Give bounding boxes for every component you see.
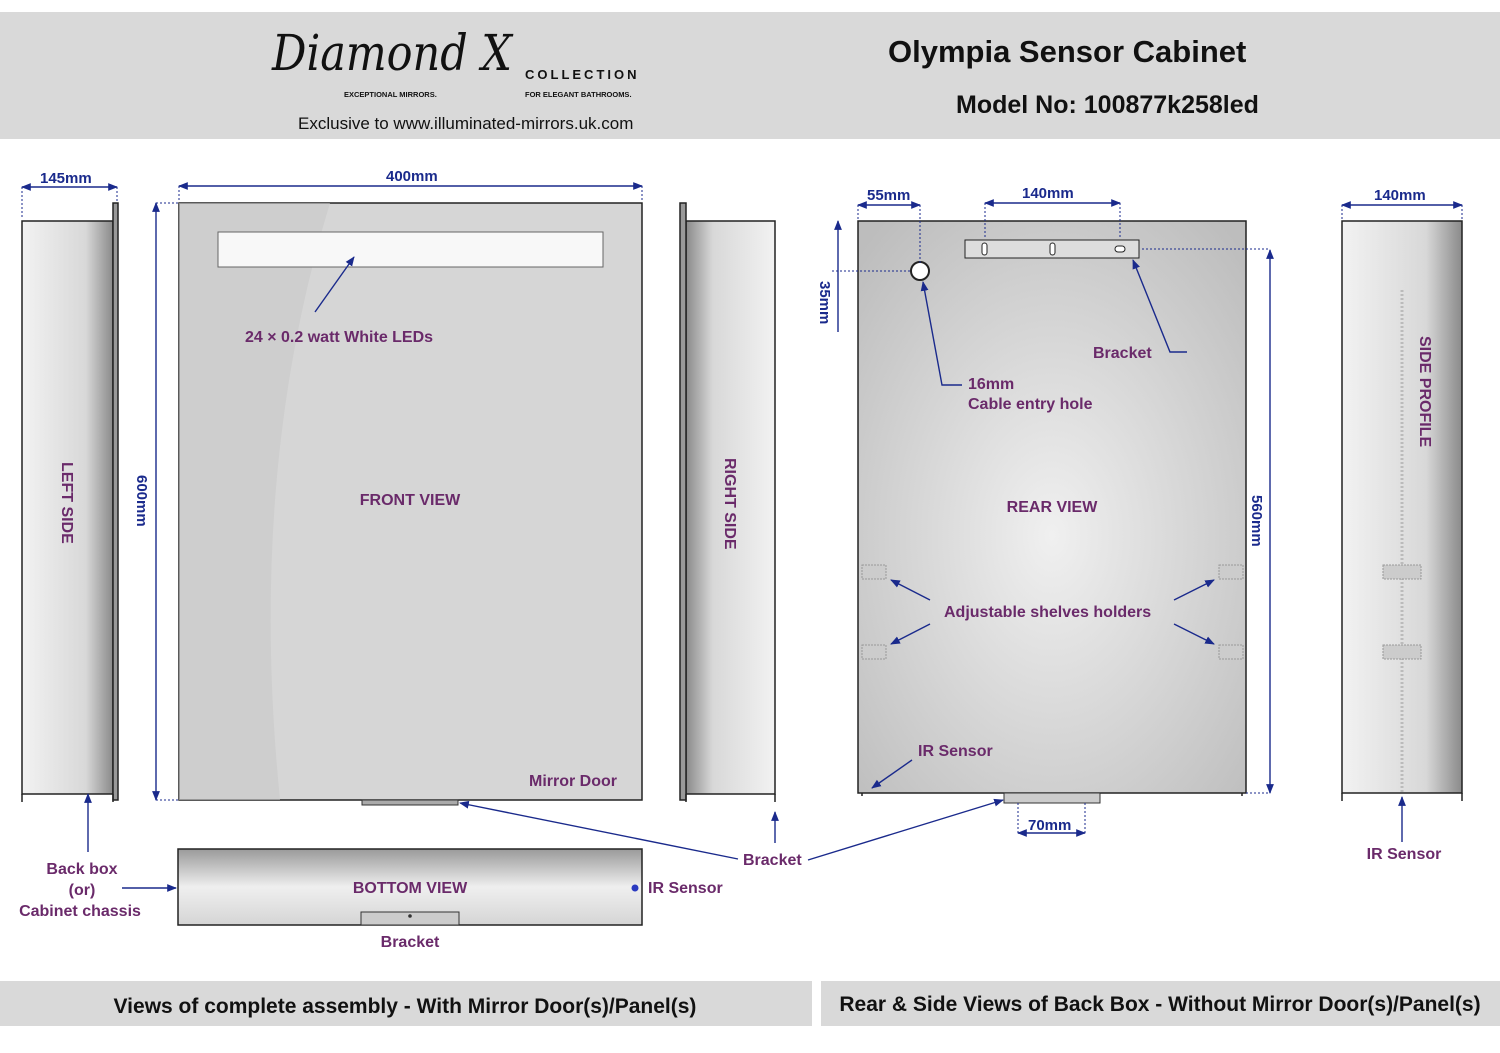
rear-view: REAR VIEW 16mm Cable entry hole Bracket … [857,220,1247,804]
bracket-text: Bracket [381,934,440,951]
side-profile-text: SIDE PROFILE [1416,336,1433,447]
logo-tagline-left: EXCEPTIONAL MIRRORS. [344,90,437,99]
led-strip [217,231,604,268]
model-number: Model No: 100877k258led [956,91,1259,119]
right-side-view: RIGHT SIDE [679,202,776,802]
left-depth-text: 145mm [40,170,92,187]
front-view-text: FRONT VIEW [360,492,461,509]
leds-text: 24 × 0.2 watt White LEDs [245,329,433,346]
back-box-3-text: Cabinet chassis [19,903,141,920]
header-band [0,12,1500,139]
footer-band-right [821,981,1500,1026]
height-text: 600mm [133,475,150,527]
left-side-text: LEFT SIDE [58,462,75,544]
back-box-2-text: (or) [69,882,96,899]
hole-offset-y-text: 35mm [816,281,833,324]
cable-size-text: 16mm [968,376,1014,393]
bracket-text: Bracket [1093,345,1152,362]
bottom-view: BOTTOM VIEW IR Sensor Bracket [177,848,723,951]
mirror-door-text: Mirror Door [529,773,617,790]
exclusive-text: Exclusive to www.illuminated-mirrors.uk.… [298,114,633,133]
hole-offset-x-text: 55mm [867,187,910,204]
front-view: FRONT VIEW Mirror Door 24 × 0.2 watt Whi… [178,202,643,806]
bracket-text: Bracket [743,852,802,869]
ir-sensor-text: IR Sensor [1367,846,1442,863]
logo-tagline-right: FOR ELEGANT BATHROOMS. [525,90,632,99]
ir-sensor-text: IR Sensor [918,743,993,760]
left-side-view: LEFT SIDE [21,202,119,802]
logo-collection: COLLECTION [525,67,640,82]
footer-left-caption: Views of complete assembly - With Mirror… [114,995,697,1018]
product-title: Olympia Sensor Cabinet [888,34,1246,69]
ir-sensor-text: IR Sensor [648,880,723,897]
footer-band-left [0,981,812,1026]
logo-wordmark: Diamond X [271,24,514,82]
footer-right-caption: Rear & Side Views of Back Box - Without … [839,993,1480,1016]
bottom-view-text: BOTTOM VIEW [353,880,468,897]
rear-view-text: REAR VIEW [1007,499,1099,516]
shelves-text: Adjustable shelves holders [944,604,1151,621]
bracket-width-text: 140mm [1022,185,1074,202]
bottom-bracket-text: 70mm [1028,817,1071,834]
cable-hole-text: Cable entry hole [968,396,1093,413]
right-side-text: RIGHT SIDE [721,458,738,550]
side-profile-view: SIDE PROFILE [1341,220,1463,801]
side-depth-text: 140mm [1374,187,1426,204]
brand-logo: Diamond X COLLECTION EXCEPTIONAL MIRRORS… [271,24,640,99]
width-text: 400mm [386,168,438,185]
back-box-1-text: Back box [46,861,117,878]
rear-height-text: 560mm [1248,495,1265,547]
